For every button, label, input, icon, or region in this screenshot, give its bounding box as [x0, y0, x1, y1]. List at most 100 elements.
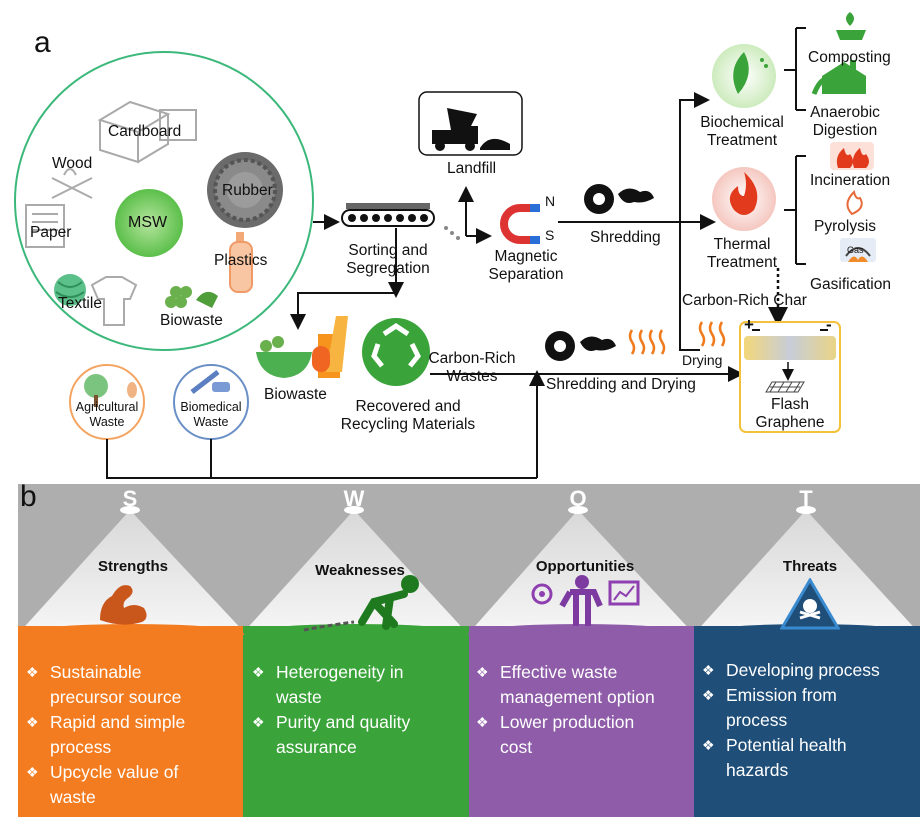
- threat-3-line-1: Potential health: [700, 733, 880, 758]
- pyrolysis-fire-icon: [846, 190, 863, 216]
- gasification-label: Gasification: [810, 276, 891, 293]
- biochemical-label: Biochemical Treatment: [692, 114, 792, 150]
- column-caps: [20, 624, 920, 644]
- threat-3-line-2: hazards: [726, 760, 789, 780]
- flash-label-l1: Flash: [771, 396, 809, 413]
- landfill-label: Landfill: [447, 160, 497, 177]
- msw-label: MSW: [128, 214, 168, 231]
- threat-2-line-1: Emission from: [700, 683, 880, 708]
- s-letter: S: [122, 486, 138, 511]
- strength-3-line-2: waste: [50, 787, 96, 807]
- plus-label: +: [744, 315, 754, 334]
- weakness-1-line-2: waste: [276, 687, 322, 707]
- threat-2-line-2: process: [726, 710, 788, 730]
- recovered-label-l1: Recovered and: [355, 398, 461, 415]
- t-letter: T: [799, 486, 813, 511]
- o-letter: O: [569, 486, 587, 511]
- digester-house-icon: [811, 60, 866, 95]
- wood-icon: [51, 168, 93, 199]
- threats-title: Threats: [782, 558, 838, 575]
- drying-label: Drying: [682, 352, 723, 368]
- gasification-gauge-icon: [840, 238, 876, 262]
- paper-label: Paper: [30, 224, 72, 241]
- flash-label-l2: Graphene: [755, 414, 825, 431]
- carbon-wastes-label-l2: Wastes: [446, 368, 498, 385]
- textile-icon: [90, 276, 138, 326]
- anaerobic-label: Anaerobic Digestion: [800, 104, 890, 140]
- conveyor-belt-icon: [341, 203, 460, 240]
- strength-1-line-1: Sustainable: [24, 660, 185, 685]
- sorting-label: Sorting and Segregation: [338, 242, 438, 278]
- recovered-label: Recovered and Recycling Materials: [334, 398, 482, 434]
- tree-icon: [84, 374, 137, 407]
- wood-label: Wood: [52, 155, 93, 172]
- magnetic-label-l2: Separation: [488, 266, 564, 283]
- syringe-icon: [190, 370, 230, 394]
- magnet-icon: [500, 204, 540, 244]
- yarn-ball-icon: [54, 274, 86, 306]
- flash-tube: [744, 336, 836, 360]
- opportunity-2-line-2: cost: [500, 737, 533, 757]
- weaknesses-bullets: Heterogeneity in waste Purity and qualit…: [250, 660, 410, 760]
- flash-graphene-label: Flash Graphene: [750, 396, 830, 432]
- agricultural-label-l2: Waste: [89, 415, 125, 429]
- panel-a-label: a: [34, 26, 51, 59]
- magnet-n-label: N: [545, 193, 556, 209]
- thermal-label-l1: Thermal: [713, 236, 771, 253]
- strength-2-line-1: Rapid and simple: [24, 710, 185, 735]
- biochemical-label-l1: Biochemical: [700, 114, 784, 131]
- weaknesses-title: Weaknesses: [315, 562, 405, 579]
- incineration-label: Incineration: [810, 172, 891, 189]
- biowaste-label: Biowaste: [160, 312, 223, 329]
- weakness-1-line-1: Heterogeneity in: [250, 660, 410, 685]
- panel-b-label: b: [20, 480, 37, 513]
- magnetic-label-l1: Magnetic: [494, 248, 558, 265]
- opportunity-2-line-1: Lower production: [474, 710, 655, 735]
- cardboard-icon: [97, 100, 197, 164]
- weakness-2-line-1: Purity and quality: [250, 710, 410, 735]
- biochemical-label-l2: Treatment: [706, 132, 778, 149]
- weakness-2-line-2: assurance: [276, 737, 357, 757]
- strengths-title: Strengths: [97, 558, 168, 575]
- graphene-mesh-icon: [765, 381, 805, 393]
- strengths-bullets: Sustainable precursor source Rapid and s…: [24, 660, 185, 810]
- magnetic-label: Magnetic Separation: [476, 248, 576, 284]
- biowaste-bottom-label: Biowaste: [264, 386, 327, 403]
- threat-1-line-1: Developing process: [700, 658, 880, 683]
- dump-truck-icon: [432, 108, 510, 151]
- flexed-arm-icon: [100, 585, 147, 625]
- incineration-fire-icon: [830, 142, 874, 170]
- threats-bullets: Developing process Emission from process…: [700, 658, 880, 783]
- chained-person-icon: [303, 575, 419, 632]
- minus-label: -: [826, 315, 832, 334]
- opportunity-1-line-1: Effective waste: [474, 660, 655, 685]
- biomedical-label-l1: Biomedical: [180, 400, 242, 414]
- heat-waves-icon: [628, 321, 726, 355]
- thermal-label-l2: Treatment: [706, 254, 778, 271]
- strength-3-line-1: Upcycle value of: [24, 760, 185, 785]
- anaerobic-label-l1: Anaerobic: [810, 104, 880, 121]
- agricultural-label-l1: Agricultural: [75, 400, 139, 414]
- shredder2-icon: [545, 331, 616, 361]
- msw-center-circle: [115, 189, 183, 257]
- biowaste-bowl-icon: [256, 316, 348, 378]
- recycling-circle: [362, 318, 430, 386]
- gas-icon-label: Gas: [847, 245, 864, 255]
- recovered-label-l2: Recycling Materials: [340, 416, 476, 433]
- pyrolysis-label: Pyrolysis: [814, 218, 877, 235]
- compost-plant-icon: [836, 12, 866, 40]
- carbon-wastes-label-l1: Carbon-Rich: [428, 350, 516, 367]
- sorting-label-l2: Segregation: [346, 260, 430, 277]
- w-letter: W: [343, 486, 365, 511]
- magnet-s-label: S: [545, 227, 555, 243]
- biomedical-label: Biomedical Waste: [170, 400, 252, 430]
- textile-label: Textile: [58, 295, 102, 312]
- biomedical-label-l2: Waste: [193, 415, 229, 429]
- strength-1-line-2: precursor source: [50, 687, 182, 707]
- composting-label: Composting: [808, 49, 891, 66]
- rubber-label: Rubber: [222, 182, 273, 199]
- rubber-tire-icon: [207, 152, 283, 228]
- carbon-char-label: Carbon-Rich Char: [682, 292, 807, 309]
- panel-a-diagram: [14, 12, 876, 479]
- thermal-label: Thermal Treatment: [692, 236, 792, 272]
